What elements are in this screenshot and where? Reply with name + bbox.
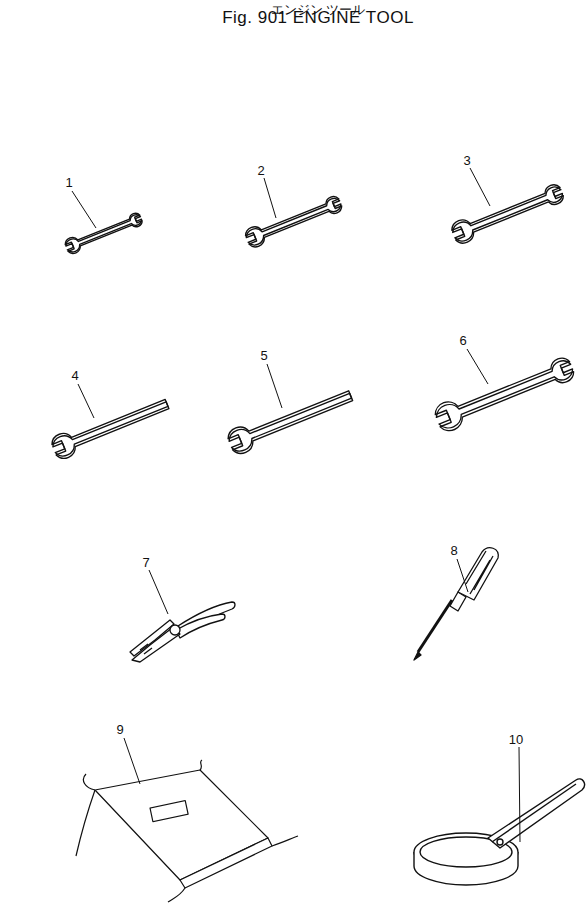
screwdriver [414,548,498,660]
callout-number: 10 [509,733,523,746]
leader-lines [72,168,520,842]
callout-number: 3 [463,154,470,167]
wrench-5 [225,383,355,456]
callout-number: 8 [450,544,457,557]
wrench-4 [49,393,171,462]
pliers [130,602,235,662]
callout-number: 2 [257,164,264,177]
strap-wrench [414,779,584,885]
wrench-3 [449,181,566,246]
tool-bag [76,760,298,902]
wrench-2 [244,193,344,249]
callout-number: 1 [65,176,72,189]
callout-number: 4 [71,369,78,382]
wrench-6 [432,353,577,434]
wrench-1 [64,210,144,255]
callout-number: 6 [459,334,466,347]
callout-number: 9 [116,723,123,736]
japanese-title: エンジン ツール [271,3,366,16]
callout-number: 5 [260,349,267,362]
callout-number: 7 [142,556,149,569]
